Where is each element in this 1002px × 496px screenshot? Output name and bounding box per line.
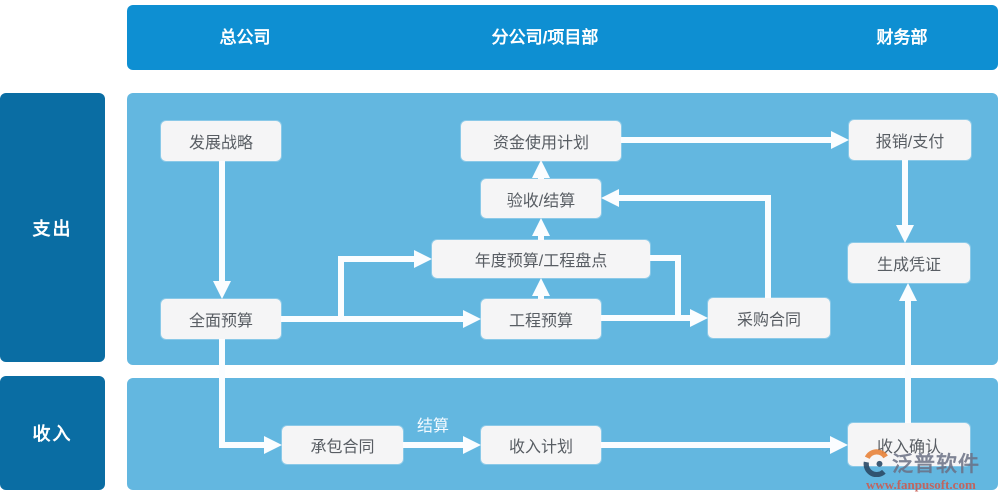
fanpu-logo-icon: [863, 449, 888, 477]
node-project-budget: 工程预算: [481, 299, 601, 339]
edge-label-settlement: 结算: [417, 418, 450, 435]
node-fund-usage-plan: 资金使用计划: [461, 121, 621, 161]
node-contracting-contract: 承包合同: [282, 426, 403, 464]
node-acceptance-settlement: 验收/结算: [481, 179, 601, 218]
node-income-plan: 收入计划: [481, 426, 601, 464]
watermark-brand: 泛普软件: [892, 453, 980, 476]
header-column-headquarters: 总公司: [219, 28, 271, 47]
lane-income: 收入: [0, 376, 105, 490]
node-purchase-contract: 采购合同: [708, 298, 830, 338]
header-bar: 总公司 分公司/项目部 财务部: [127, 5, 998, 70]
lane-expense: 支出: [0, 93, 105, 362]
watermark-url: www.fanpusoft.com: [866, 477, 976, 492]
node-generate-voucher: 生成凭证: [848, 243, 970, 283]
node-overall-budget: 全面预算: [161, 299, 281, 339]
header-column-branch-project: 分公司/项目部: [491, 28, 599, 47]
header-column-finance: 财务部: [876, 28, 928, 47]
node-annual-budget-inventory: 年度预算/工程盘点: [432, 240, 650, 278]
node-income-confirmation: 收入确认: [848, 423, 970, 466]
node-development-strategy: 发展战略: [161, 121, 281, 161]
watermark: 泛普软件 www.fanpusoft.com: [862, 448, 1000, 493]
node-reimbursement-payment: 报销/支付: [849, 120, 971, 160]
